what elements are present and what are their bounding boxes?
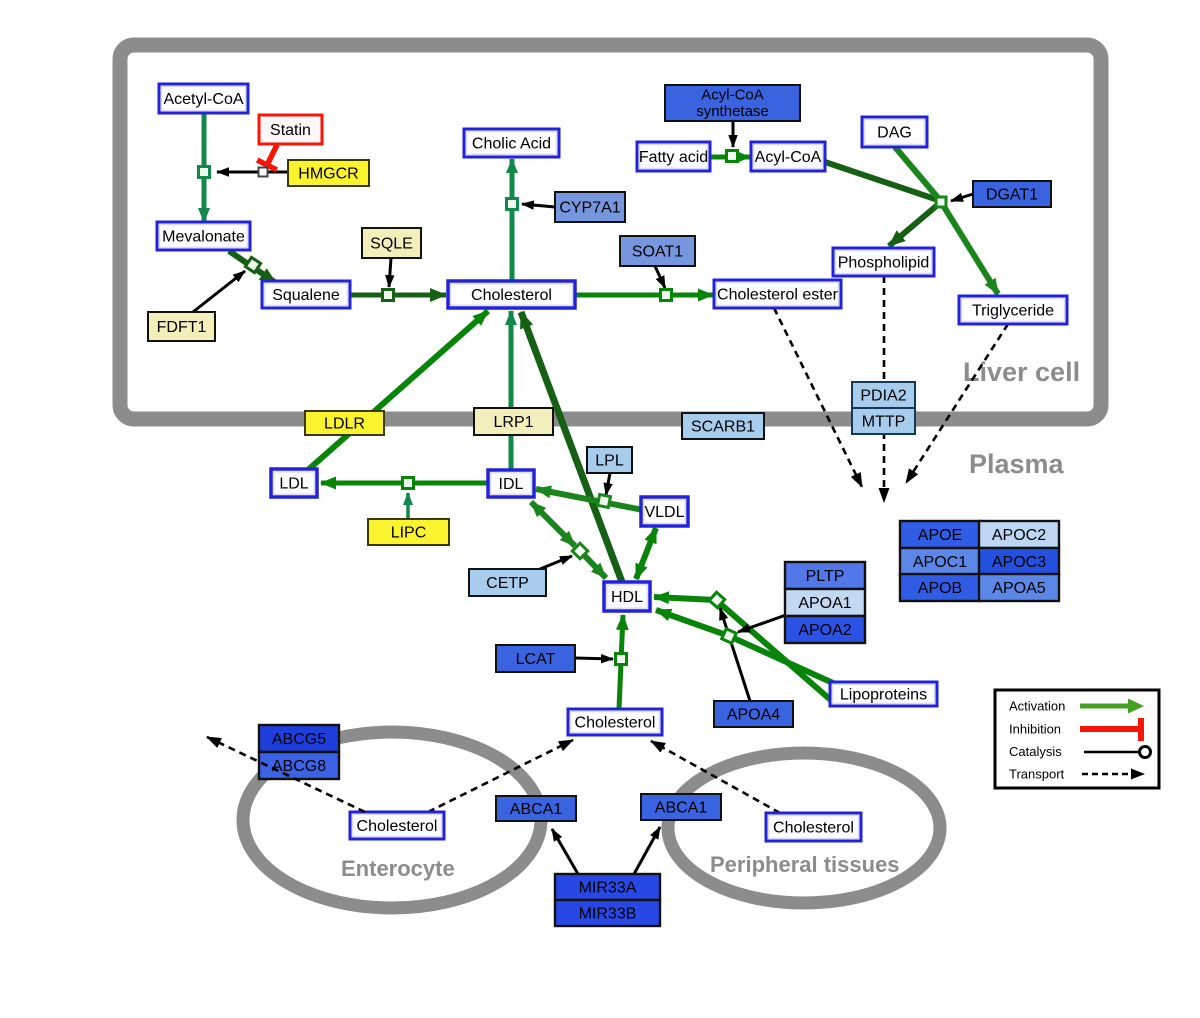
svg-text:APOB: APOB (918, 580, 962, 597)
svg-text:Plasma: Plasma (969, 449, 1065, 479)
svg-text:ABCA1: ABCA1 (510, 801, 563, 818)
svg-text:Catalysis: Catalysis (1009, 744, 1062, 759)
svg-text:APOA1: APOA1 (798, 595, 851, 612)
svg-text:Acyl-CoA: Acyl-CoA (755, 149, 822, 166)
svg-text:Acetyl-CoA: Acetyl-CoA (163, 91, 243, 108)
svg-text:VLDL: VLDL (644, 504, 684, 521)
svg-text:LDLR: LDLR (324, 416, 365, 433)
svg-text:PLTP: PLTP (806, 568, 845, 585)
svg-text:Statin: Statin (270, 122, 311, 139)
svg-text:Enterocyte: Enterocyte (341, 856, 455, 881)
svg-text:SOAT1: SOAT1 (632, 244, 683, 261)
svg-text:Triglyceride: Triglyceride (972, 303, 1054, 320)
svg-text:MIR33B: MIR33B (579, 906, 637, 923)
svg-text:LPL: LPL (595, 453, 624, 470)
svg-text:LIPC: LIPC (391, 525, 427, 542)
svg-text:Activation: Activation (1009, 699, 1065, 714)
svg-text:LCAT: LCAT (516, 651, 556, 668)
svg-text:MIR33A: MIR33A (579, 880, 637, 897)
svg-text:Liver cell: Liver cell (963, 357, 1080, 387)
svg-text:APOC3: APOC3 (992, 554, 1046, 571)
svg-text:HMGCR: HMGCR (298, 166, 358, 183)
svg-text:Inhibition: Inhibition (1009, 722, 1061, 737)
svg-text:APOA5: APOA5 (992, 580, 1045, 597)
svg-text:APOA2: APOA2 (798, 622, 851, 639)
svg-text:ABCG8: ABCG8 (272, 758, 326, 775)
svg-text:Cholesterol: Cholesterol (773, 820, 854, 837)
svg-text:CYP7A1: CYP7A1 (559, 200, 620, 217)
svg-text:Transport: Transport (1009, 767, 1065, 782)
svg-text:Acyl-CoA: Acyl-CoA (701, 86, 764, 103)
svg-text:DGAT1: DGAT1 (986, 187, 1038, 204)
svg-text:APOC2: APOC2 (992, 527, 1046, 544)
svg-text:HDL: HDL (611, 589, 643, 606)
svg-text:FDFT1: FDFT1 (157, 319, 207, 336)
svg-text:Fatty acid: Fatty acid (639, 149, 708, 166)
svg-text:APOC1: APOC1 (913, 554, 967, 571)
svg-text:ABCG5: ABCG5 (272, 731, 326, 748)
svg-text:synthetase: synthetase (696, 103, 769, 120)
svg-text:Lipoproteins: Lipoproteins (840, 687, 927, 704)
svg-text:Cholesterol: Cholesterol (471, 287, 552, 304)
svg-text:APOA4: APOA4 (727, 707, 780, 724)
svg-text:PDIA2: PDIA2 (860, 388, 906, 405)
svg-text:LRP1: LRP1 (493, 414, 533, 431)
svg-text:Peripheral tissues: Peripheral tissues (710, 852, 900, 877)
svg-text:MTTP: MTTP (862, 414, 906, 431)
svg-text:ABCA1: ABCA1 (655, 800, 708, 817)
svg-text:LDL: LDL (279, 476, 308, 493)
svg-text:Cholesterol: Cholesterol (357, 818, 438, 835)
svg-text:Cholesterol ester: Cholesterol ester (717, 287, 839, 304)
svg-text:SQLE: SQLE (370, 236, 413, 253)
svg-text:SCARB1: SCARB1 (691, 419, 755, 436)
svg-text:Cholesterol: Cholesterol (575, 715, 656, 732)
svg-text:Squalene: Squalene (272, 287, 340, 304)
svg-text:IDL: IDL (499, 476, 524, 493)
svg-text:Cholic Acid: Cholic Acid (472, 136, 551, 153)
svg-text:APOE: APOE (918, 527, 962, 544)
svg-text:Phospholipid: Phospholipid (838, 255, 930, 272)
svg-text:DAG: DAG (877, 125, 912, 142)
svg-text:CETP: CETP (486, 575, 529, 592)
svg-text:Mevalonate: Mevalonate (162, 229, 245, 246)
